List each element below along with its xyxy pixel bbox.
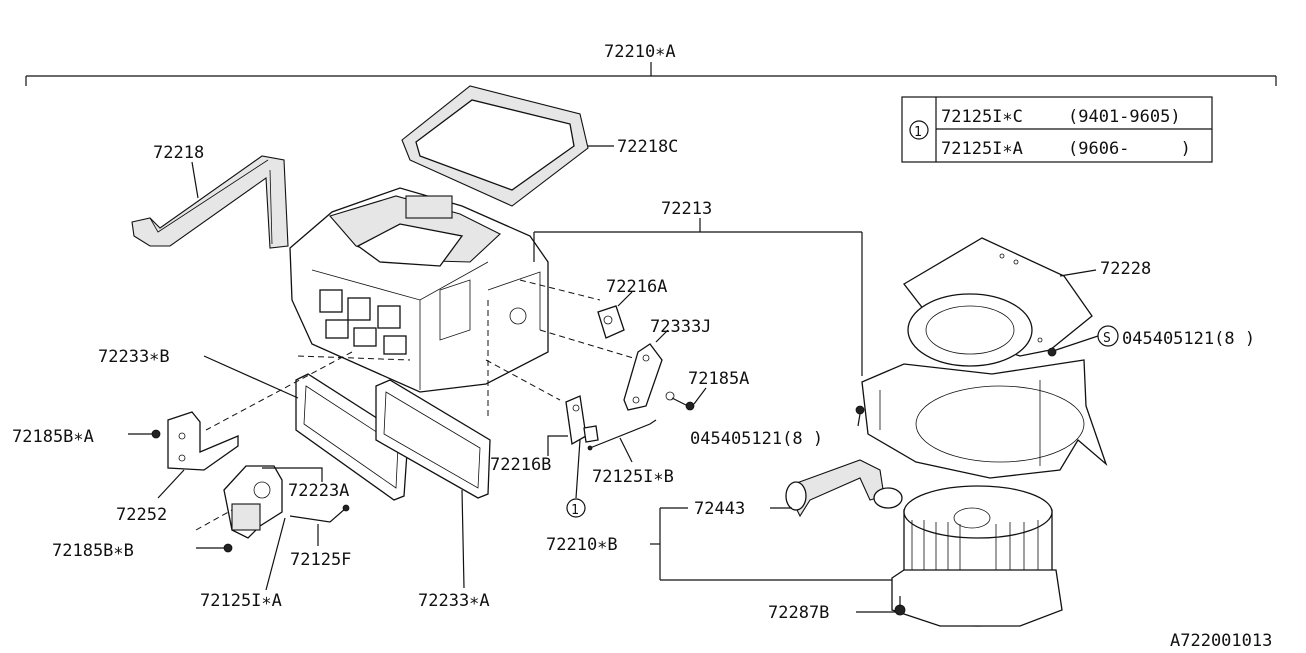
part-72125ib-wire: [587, 419, 657, 451]
part-unit-case: [289, 187, 549, 393]
part-72287b-screw: [894, 596, 906, 616]
label-72125ib: 72125I∗B: [592, 467, 674, 487]
part-s-bolt: [1047, 325, 1119, 357]
legend-key: 1: [914, 125, 922, 140]
callout-1-text: 1: [571, 503, 579, 518]
label-72252: 72252: [116, 505, 167, 525]
label-72443: 72443: [694, 499, 745, 519]
part-blower-housing: [861, 293, 1108, 479]
label-72210a: 72210∗A: [604, 42, 676, 62]
legend-row-2-range: (9606- ): [1068, 139, 1191, 159]
part-72223a-actuator: [223, 465, 283, 539]
part-72216b-lever: [565, 395, 599, 446]
diagram-id: A722001013: [1170, 631, 1272, 651]
part-72125f-wire: [289, 504, 350, 523]
part-72185ba-screw: [128, 429, 161, 439]
label-72233a: 72233∗A: [418, 591, 490, 611]
part-72185a-screw: [665, 391, 695, 411]
part-blower-motor: [891, 485, 1063, 627]
label-72218: 72218: [153, 143, 204, 163]
label-bolt-2: 045405121(8 ): [690, 429, 823, 449]
label-72223a: 72223A: [288, 481, 349, 501]
part-bolt-2: [855, 405, 865, 427]
label-72216a: 72216A: [606, 277, 667, 297]
label-s-bolt: 045405121(8 ): [1122, 329, 1255, 349]
label-72333j: 72333J: [650, 317, 711, 337]
label-72218c: 72218C: [617, 137, 678, 157]
part-72233b-filter: [295, 373, 409, 501]
label-72228: 72228: [1100, 259, 1151, 279]
label-72185ba: 72185B∗A: [12, 427, 94, 447]
label-72233b: 72233∗B: [98, 347, 170, 367]
part-72233a-filter: [375, 379, 491, 499]
part-72218-hose: [131, 155, 289, 249]
bracket-72213: [533, 218, 863, 376]
label-72185bb: 72185B∗B: [52, 541, 134, 561]
part-72218c-seal: [401, 85, 589, 207]
callout-circle-1: [566, 498, 586, 518]
legend-row-1-part: 72125I∗C: [941, 107, 1023, 127]
label-72213: 72213: [661, 199, 712, 219]
label-72216b: 72216B: [490, 455, 551, 475]
legend-row-1-range: (9401-9605): [1068, 107, 1181, 127]
label-72125f: 72125F: [290, 550, 351, 570]
part-72185bb-screw: [195, 509, 233, 553]
part-72216a-lever: [597, 305, 625, 339]
legend-table: [901, 96, 1213, 163]
legend-row-2-part: 72125I∗A: [941, 139, 1023, 159]
bracket-72210b: [650, 507, 900, 581]
part-72443-hose: [785, 459, 903, 518]
label-72125ia: 72125I∗A: [200, 591, 282, 611]
part-72252-bracket: [167, 411, 239, 471]
part-72333j-link: [623, 343, 663, 411]
assembly-bracket: [25, 62, 1277, 86]
callout-s-text: S: [1103, 331, 1111, 346]
label-72210b: 72210∗B: [546, 535, 618, 555]
label-72185a: 72185A: [688, 369, 749, 389]
assembly-dashes: [205, 279, 641, 431]
label-72287b: 72287B: [768, 603, 829, 623]
